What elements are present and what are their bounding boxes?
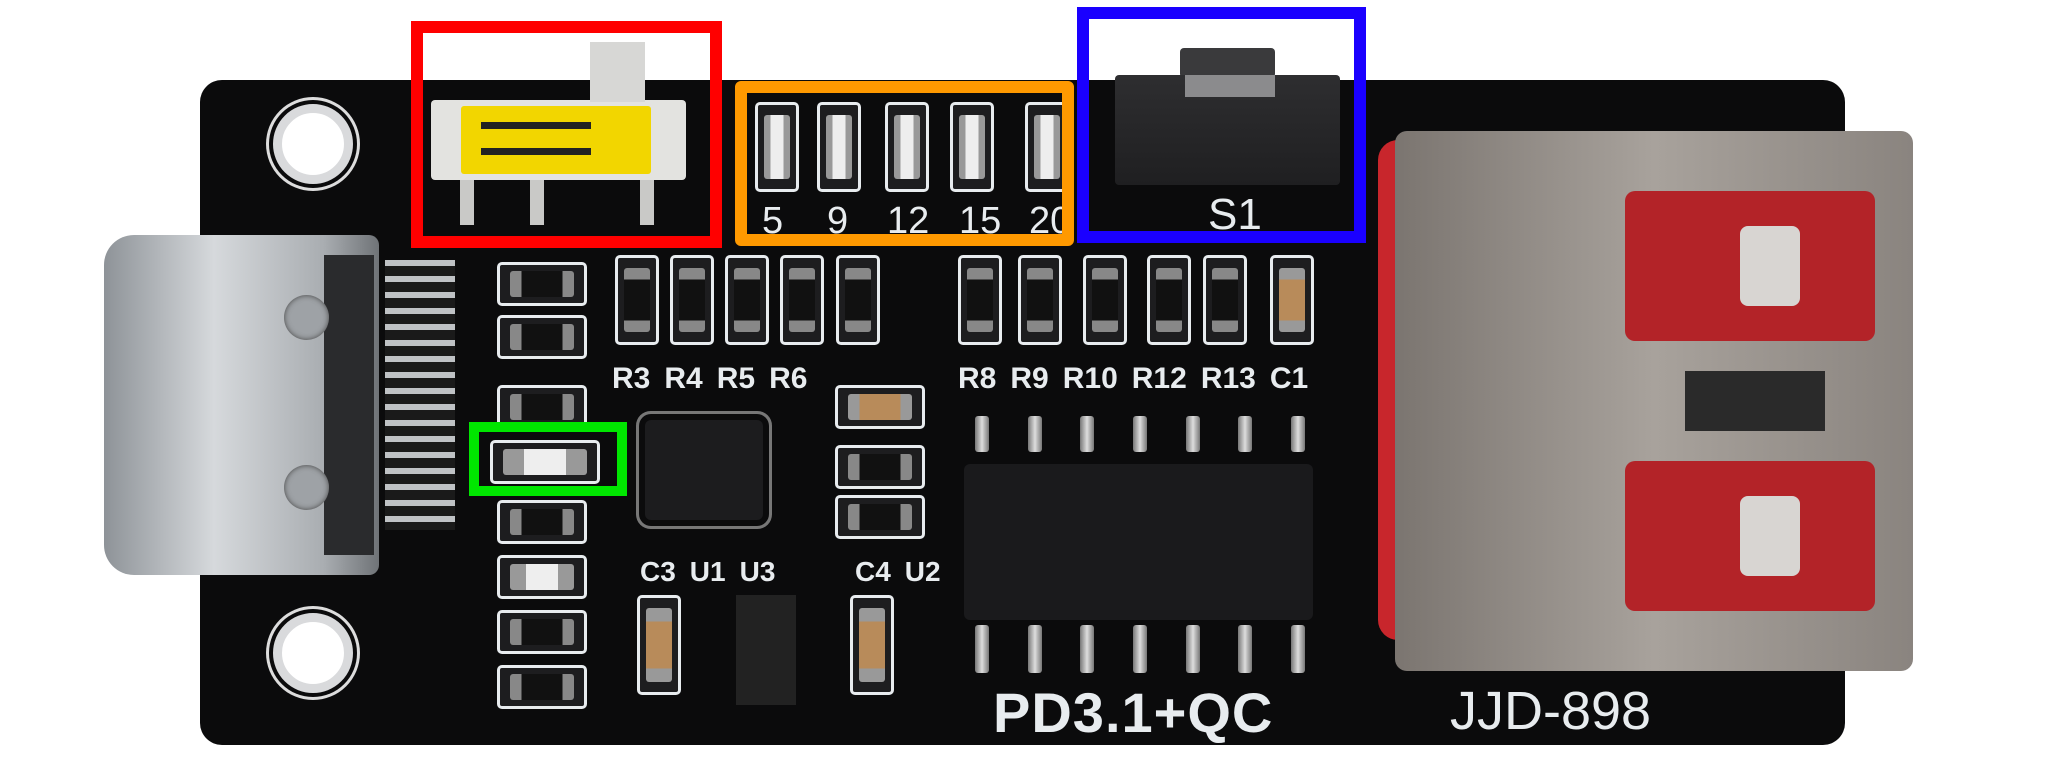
bottom-labels-right: C4 U2 (855, 556, 941, 588)
silk-label: C1 (1269, 362, 1309, 395)
resistor (615, 255, 659, 345)
usb-c-pins (385, 260, 455, 530)
silk-label: U2 (904, 556, 941, 587)
resistor (1018, 255, 1062, 345)
push-button-s1 (1115, 75, 1340, 185)
resistor (958, 255, 1002, 345)
silk-label: R10 (1062, 362, 1118, 395)
button-cap (1180, 48, 1275, 78)
resistor (725, 255, 769, 345)
resistor-labels-left: R3 R4 R5 R6 (612, 362, 807, 396)
annotation-box-blue (1077, 7, 1366, 243)
capacitor-c4 (850, 595, 894, 695)
silk-label: R4 (664, 362, 703, 395)
led (490, 440, 600, 484)
resistor (835, 445, 925, 489)
switch-label: S1 (1208, 190, 1262, 239)
silk-label: R6 (769, 362, 808, 395)
slide-switch (431, 100, 686, 180)
bottom-labels-left: C3 U1 U3 (640, 556, 775, 588)
silk-label: R8 (958, 362, 997, 395)
switch-knob (590, 42, 645, 102)
annotation-box-orange (735, 81, 1074, 246)
annotation-box-green (469, 422, 627, 496)
voltage-label: 5 (762, 200, 784, 242)
silk-label: R13 (1200, 362, 1256, 395)
resistor (836, 255, 880, 345)
capacitor-c1 (1270, 255, 1314, 345)
led-5v (755, 102, 799, 192)
annotation-box-red (411, 21, 722, 248)
resistor (835, 495, 925, 539)
resistor (780, 255, 824, 345)
resistor (497, 610, 587, 654)
model-label: JJD-898 (1450, 681, 1652, 741)
resistor (497, 262, 587, 306)
silk-label: R3 (612, 362, 651, 395)
led-20v (1025, 102, 1069, 192)
silk-label: U1 (689, 556, 726, 587)
mounting-hole-top (273, 104, 353, 184)
usb-a-connector (1395, 131, 1913, 671)
resistor (1203, 255, 1247, 345)
resistor (497, 500, 587, 544)
capacitor (835, 385, 925, 429)
led-15v (950, 102, 994, 192)
silk-label: R9 (1010, 362, 1049, 395)
capacitor-c3 (637, 595, 681, 695)
ic-u2-pins-top (975, 416, 1305, 452)
resistor-labels-right: R8 R9 R10 R12 R13 C1 (958, 362, 1308, 396)
ic-u1 (645, 420, 763, 520)
protocol-label: PD3.1+QC (993, 681, 1274, 744)
usb-c-connector (104, 235, 379, 575)
ic-u2-pins-bottom (975, 625, 1305, 673)
led (497, 555, 587, 599)
voltage-label: 9 (827, 200, 849, 242)
silk-label: R5 (716, 362, 756, 395)
silk-label: C3 (640, 556, 676, 587)
resistor (1083, 255, 1127, 345)
silk-label: U3 (739, 556, 776, 587)
led-9v (817, 102, 861, 192)
resistor (670, 255, 714, 345)
resistor (497, 665, 587, 709)
ic-u2 (964, 464, 1313, 620)
regulator-u3 (736, 595, 796, 705)
silk-label: R12 (1131, 362, 1187, 395)
resistor (1147, 255, 1191, 345)
resistor (497, 315, 587, 359)
resistor (497, 385, 587, 429)
silk-label: C4 (855, 556, 891, 587)
led-12v (885, 102, 929, 192)
mounting-hole-bottom (273, 613, 353, 693)
